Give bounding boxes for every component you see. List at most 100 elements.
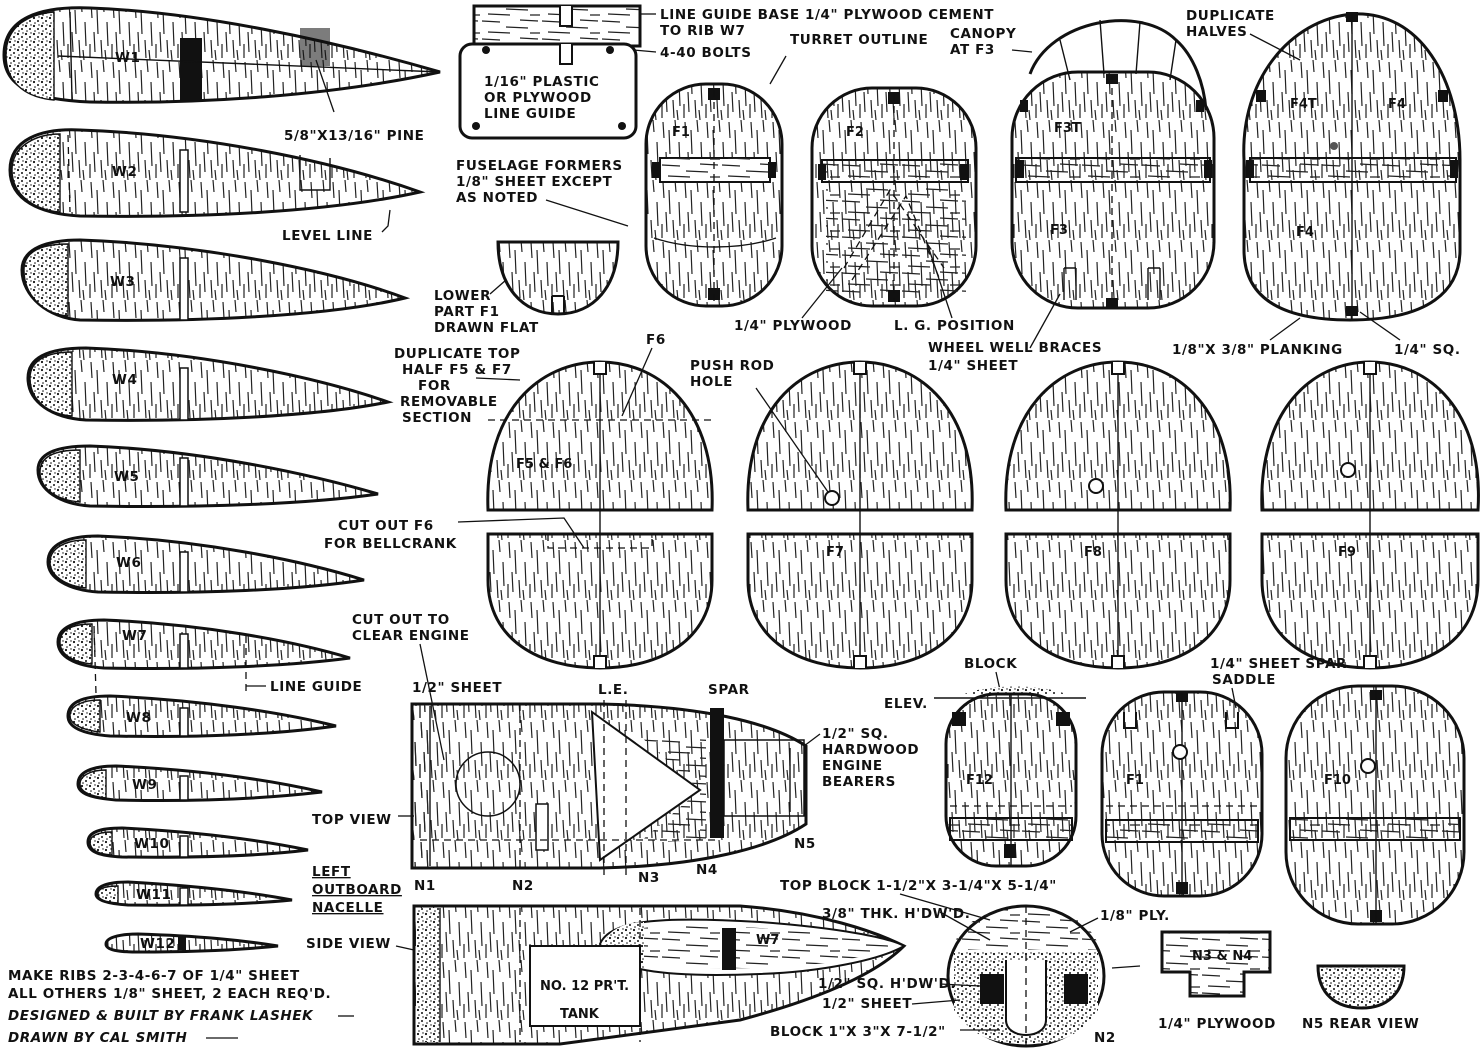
formers-note-1: FUSELAGE FORMERS [456, 158, 623, 174]
n3-n4-part [1160, 930, 1272, 998]
plastic-note-3: LINE GUIDE [484, 106, 576, 122]
nacelle-note-3: NACELLE [312, 900, 384, 916]
plastic-note-2: OR PLYWOOD [484, 90, 592, 106]
thk-hardwood-note: 3/8" THK. H'DW'D. [822, 906, 970, 922]
sq-hardwood-note: 1/2" SQ. H'DW'D. [818, 976, 956, 992]
saddle-note-1: 1/4" SHEET SPAR [1210, 656, 1347, 672]
rib-label: W6 [116, 555, 141, 571]
half-sheet-note-2: 1/2" SHEET [822, 996, 912, 1012]
ply-quarter-note: 1/4" PLYWOOD [734, 318, 852, 334]
former-label: F7 [826, 545, 844, 560]
former-label: F8 [1084, 545, 1102, 560]
wheel-well-note-2: 1/4" SHEET [928, 358, 1018, 374]
rib-label: W3 [110, 274, 135, 290]
former-label: F5 & F6 [516, 457, 572, 472]
rib-w12: W12 [104, 932, 279, 954]
n3-label: N3 [638, 870, 660, 886]
side-view-label: SIDE VIEW [306, 936, 391, 952]
rib-w2: W2 [8, 128, 426, 218]
former-label: F4T [1290, 97, 1317, 112]
turret-note: TURRET OUTLINE [790, 32, 928, 48]
rib-w6: W6 [46, 534, 365, 594]
hardwood-note-4: BEARERS [822, 774, 896, 790]
n5-rear-note: N5 REAR VIEW [1302, 1016, 1419, 1032]
rib-label: W10 [134, 836, 169, 852]
former-f5-f6: F5 & F6 [486, 360, 714, 670]
former-f1: F1 [644, 82, 784, 308]
hardwood-note-3: ENGINE [822, 758, 883, 774]
former-f12: F12 [934, 686, 1086, 868]
formers-note-3: AS NOTED [456, 190, 538, 206]
ply-quarter-note-2: 1/4" PLYWOOD [1158, 1016, 1276, 1032]
former-f9: F9 [1260, 360, 1480, 670]
rib-w9: W9 [76, 764, 323, 803]
top-view-label: TOP VIEW [312, 812, 392, 828]
n5-rear-view [1316, 964, 1406, 1010]
nacelle-note-1: LEFT [312, 864, 351, 880]
f6-note: F6 [646, 332, 666, 348]
lower-note-2: PART F1 [434, 304, 500, 320]
cut-f6-note-2: FOR BELLCRANK [324, 536, 457, 552]
former-label: F9 [1338, 545, 1356, 560]
top-block-note: TOP BLOCK 1-1/2"X 3-1/4"X 5-1/4" [780, 878, 1057, 894]
rib-w5: W5 [36, 444, 379, 508]
wheel-well-note-1: WHEEL WELL BRACES [928, 340, 1102, 356]
half-sheet-note: 1/2" SHEET [412, 680, 502, 696]
rib-label: W7 [122, 628, 147, 644]
rib-label: W2 [112, 164, 137, 180]
canopy-note-2: AT F3 [950, 42, 995, 58]
dup-top-note-3: FOR [418, 378, 451, 394]
cut-engine-note-1: CUT OUT TO [352, 612, 450, 628]
rib-label: W11 [136, 887, 171, 903]
base-note-1: LINE GUIDE BASE 1/4" PLYWOOD CEMENT [660, 7, 994, 23]
plastic-note-1: 1/16" PLASTIC [484, 74, 599, 90]
designed-by-note: DESIGNED & BUILT BY FRANK LASHEK [8, 1008, 314, 1024]
former-label: F1 [1126, 773, 1144, 788]
push-rod-note-2: HOLE [690, 374, 733, 390]
dup-halves-note-1: DUPLICATE [1186, 8, 1275, 24]
make-ribs-note-2: ALL OTHERS 1/8" SHEET, 2 EACH REQ'D. [8, 986, 331, 1002]
hardwood-note-2: HARDWOOD [822, 742, 919, 758]
w7-side-label: W7 [756, 933, 779, 948]
former-label: F1 [672, 125, 690, 140]
line-guide-note: LINE GUIDE [270, 679, 362, 695]
drawn-by-note: DRAWN BY CAL SMITH [8, 1030, 187, 1046]
n5-label: N5 [794, 836, 816, 852]
n2-label: N2 [512, 878, 534, 894]
rib-w8: W8 [66, 694, 337, 739]
tank-label-1: NO. 12 PR'T. [540, 979, 629, 994]
rib-w4: W4 [26, 346, 394, 422]
rib-w7: W7 [56, 618, 351, 695]
former-f4: F4T F4 F4 [1242, 12, 1462, 322]
rib-label: W1 [115, 50, 140, 66]
former-f7: F7 [746, 360, 974, 670]
planking-note: 1/8"X 3/8" PLANKING [1172, 342, 1343, 358]
former-f3: F3T F3 [1010, 19, 1216, 310]
former-f1-alt: F1 [1100, 690, 1264, 898]
nacelle-note-2: OUTBOARD [312, 882, 402, 898]
block-note: BLOCK [964, 656, 1017, 672]
rib-label: W12 [140, 936, 175, 952]
sq-quarter-note: 1/4" SQ. [1394, 342, 1461, 358]
formers-note-2: 1/8" SHEET EXCEPT [456, 174, 613, 190]
saddle-note-2: SADDLE [1212, 672, 1276, 688]
cut-engine-note-2: CLEAR ENGINE [352, 628, 470, 644]
dup-top-note-2: HALF F5 & F7 [402, 362, 512, 378]
former-label: F4 [1388, 97, 1406, 112]
n1-label: N1 [414, 878, 436, 894]
former-label: F3T [1054, 121, 1081, 136]
lower-part-f1 [496, 240, 620, 316]
ply-eighth-note: 1/8" PLY. [1100, 908, 1170, 924]
nacelle-top-view [398, 700, 808, 880]
lower-note-3: DRAWN FLAT [434, 320, 539, 336]
rib-w3: W3 [20, 238, 411, 322]
former-label: F12 [966, 773, 993, 788]
tank-label-2: TANK [560, 1007, 600, 1022]
cut-f6-note-1: CUT OUT F6 [338, 518, 434, 534]
pine-note: 5/8"X13/16" PINE [284, 128, 424, 144]
dup-halves-note-2: HALVES [1186, 24, 1247, 40]
former-f2: F2 [810, 86, 978, 308]
rib-w11: W11 [94, 880, 293, 907]
former-label: F3 [1050, 223, 1068, 238]
rib-label: W8 [126, 710, 151, 726]
